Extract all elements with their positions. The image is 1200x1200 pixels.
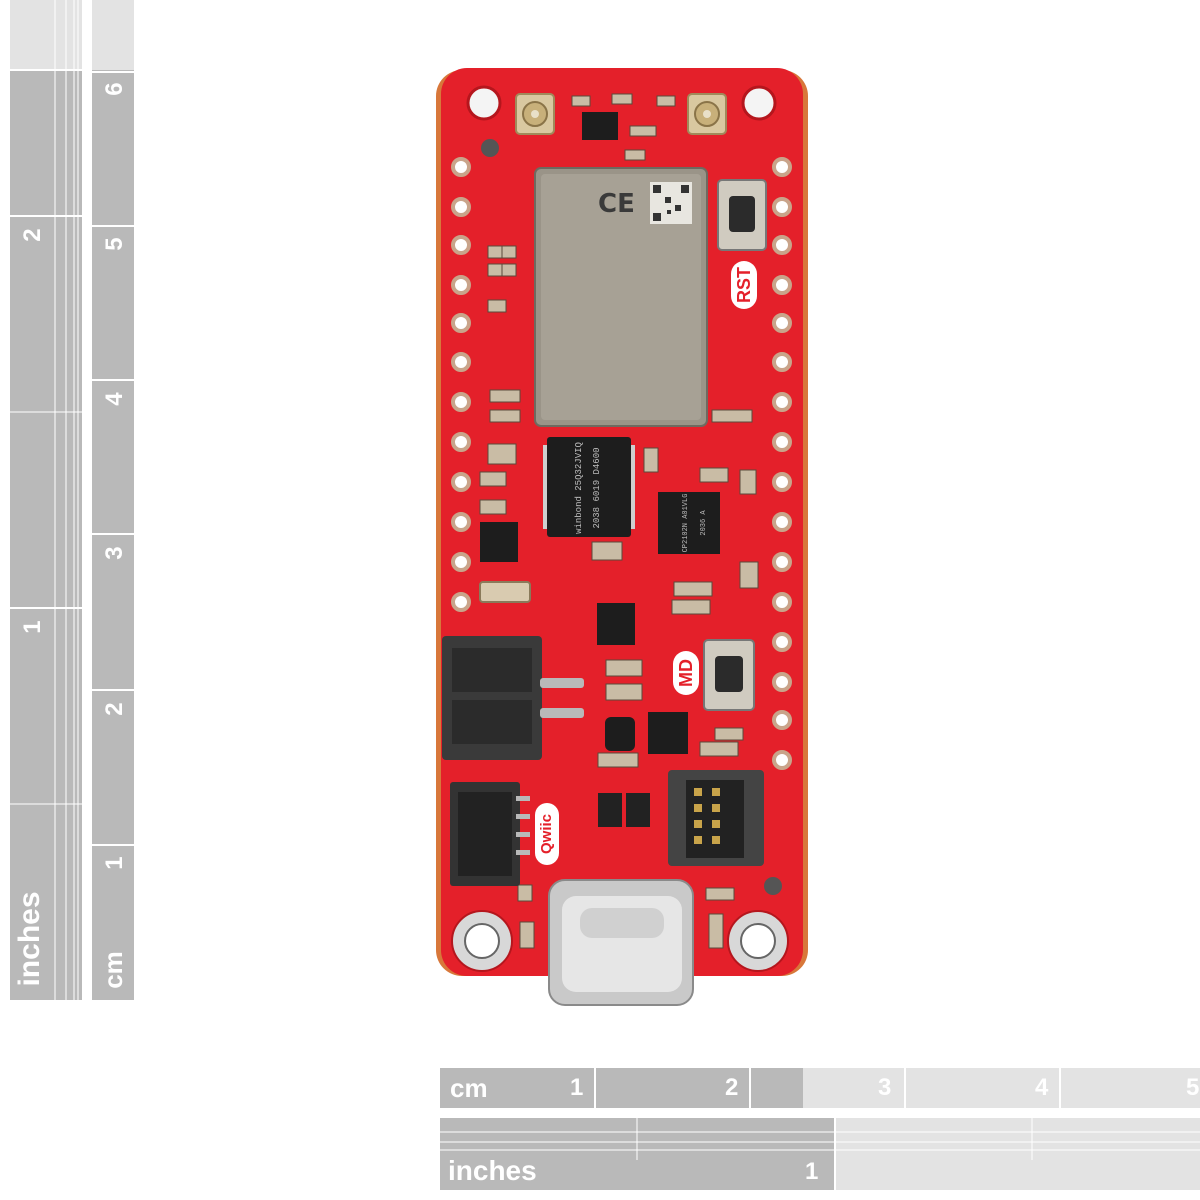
vertical-ruler-cm-strip-light (92, 0, 134, 70)
md-silkscreen-text: MD (676, 659, 696, 687)
usb-serial-chip (658, 492, 720, 554)
horizontal-ruler-cm-strip-light (803, 1068, 1200, 1108)
usb-chip-marking: CP2102N A01VLG 2036 A (674, 490, 708, 556)
flash-chip-marking-text: winbond 25Q32JVIQ 2038 6019 D4600 (574, 442, 602, 534)
horizontal-ruler-inch-1: 1 (805, 1158, 819, 1185)
passives (479, 93, 759, 949)
vertical-ruler-inch-strip-light (10, 0, 82, 70)
flash-chip-marking: winbond 25Q32JVIQ 2038 6019 D4600 (568, 438, 608, 538)
left-header-pins (451, 157, 471, 612)
qwiic-silkscreen-label: Qwiic (535, 803, 559, 865)
qwiic-silkscreen-text: Qwiic (538, 814, 555, 855)
horizontal-ruler-inch-strip-light (835, 1118, 1200, 1190)
right-header-pins (772, 157, 792, 770)
horizontal-ruler-cm-2: 2 (725, 1074, 739, 1101)
horizontal-ruler-inches-label: inches (448, 1155, 537, 1186)
svg-text:CE: CE (598, 189, 635, 219)
md-silkscreen-label: MD (673, 651, 699, 695)
flash-chip (547, 437, 631, 537)
mount-holes (451, 85, 789, 972)
horizontal-ruler-cm-3: 3 (878, 1074, 892, 1101)
antenna-connectors (515, 93, 727, 135)
rst-silkscreen-text: RST (734, 267, 754, 303)
vertical-ruler-inch-strip (10, 0, 82, 1000)
vertical-ruler-cm-strip (92, 0, 134, 1000)
horizontal-ruler-cm-5: 5 (1186, 1074, 1200, 1101)
horizontal-ruler-cm-1: 1 (570, 1074, 584, 1101)
horizontal-ruler-cm-label: cm (450, 1073, 488, 1103)
horizontal-ruler-cm-4: 4 (1035, 1074, 1049, 1101)
rst-silkscreen-label: RST (731, 261, 757, 309)
